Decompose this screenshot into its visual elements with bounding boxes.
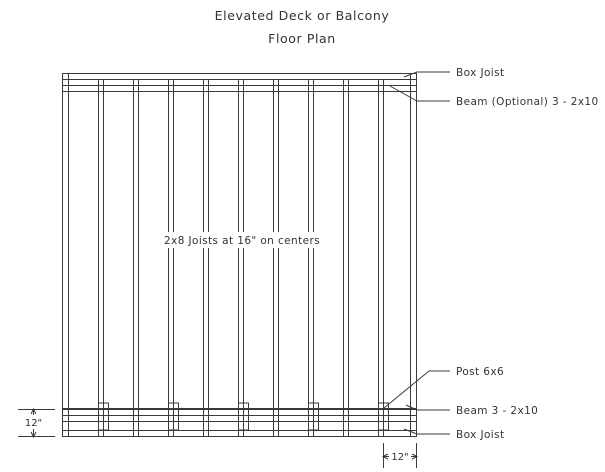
post-6x6 xyxy=(308,402,319,431)
field-note-mask xyxy=(160,232,338,248)
floor-joist-group xyxy=(98,79,384,437)
label-beam-bottom: Beam 3 - 2x10 xyxy=(456,405,538,417)
post-6x6 xyxy=(378,402,389,431)
dim-vert-arrow-down xyxy=(30,431,37,439)
dim-horz-text-mask xyxy=(389,449,411,463)
top-assembly xyxy=(62,73,417,92)
label-box-joist-top: Box Joist xyxy=(456,67,504,79)
post-6x6 xyxy=(98,402,109,431)
beam-bottom-leader-line xyxy=(405,404,450,411)
post-leader-line xyxy=(383,370,450,409)
post-6x6 xyxy=(168,402,179,431)
dimension-vertical-overhang: 12" xyxy=(18,407,55,439)
post-6x6 xyxy=(238,402,249,431)
dim-horz-arrow-right xyxy=(411,453,419,460)
joist-spacing-note: 2x8 Joists at 16" on centers xyxy=(164,235,320,247)
beam-optional-leader-line xyxy=(389,85,450,102)
leader-beam-optional xyxy=(389,85,450,102)
dim-horz-value: 12" xyxy=(391,452,408,463)
leader-post xyxy=(383,370,450,409)
label-post: Post 6x6 xyxy=(456,366,504,378)
dim-vert-text-mask xyxy=(24,415,44,429)
leader-beam-bottom xyxy=(405,404,450,411)
bottom-assembly xyxy=(62,407,417,437)
dim-vert-arrow-up xyxy=(30,407,37,415)
box-joist-bottom-leader-line xyxy=(403,428,450,435)
label-box-joist-bottom: Box Joist xyxy=(456,429,504,441)
drawing-title-line1: Elevated Deck or Balcony xyxy=(215,8,390,23)
dim-vert-value: 12" xyxy=(25,418,42,429)
drawing-title-line2: Floor Plan xyxy=(268,31,336,46)
post-group xyxy=(98,402,389,431)
leader-box-joist-bottom xyxy=(403,428,450,435)
dimension-horizontal-overhang: 12" xyxy=(381,443,419,468)
box-joist-top-leader-line xyxy=(403,71,450,78)
dim-horz-arrow-left xyxy=(381,453,389,460)
leader-box-joist-top xyxy=(403,71,450,78)
label-beam-optional: Beam (Optional) 3 - 2x10 xyxy=(456,96,599,108)
side-rails xyxy=(62,73,417,437)
